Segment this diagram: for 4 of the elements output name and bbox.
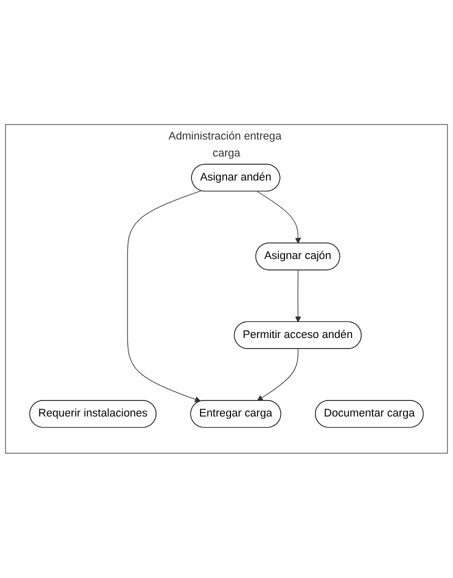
- arrow: [257, 348, 298, 402]
- arrow: [295, 270, 302, 322]
- arrow: [127, 190, 202, 402]
- arrow: [256, 191, 302, 244]
